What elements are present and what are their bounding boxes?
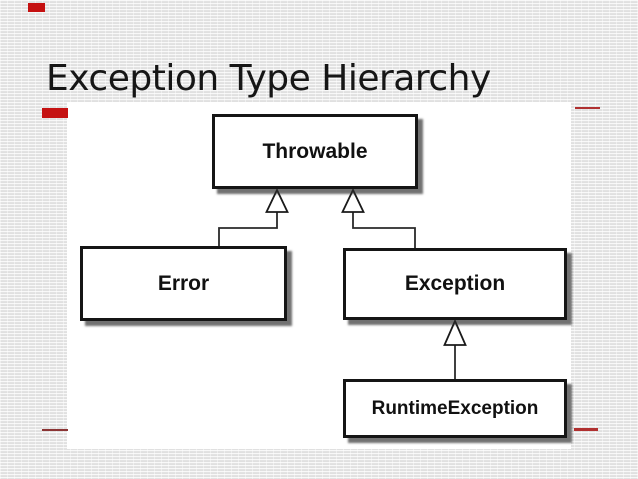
class-node-label: Exception <box>404 272 506 295</box>
class-node-label: Error <box>157 271 210 295</box>
class-node-error: Error <box>80 246 287 321</box>
red-square-decor <box>28 3 45 12</box>
class-node-label: RuntimeException <box>371 397 539 419</box>
class-node-runtime-exception: RuntimeException <box>343 379 567 438</box>
slide-title: Exception Type Hierarchy <box>46 58 491 99</box>
red-line-bottom-right <box>574 428 598 431</box>
class-node-label: Throwable <box>262 139 368 163</box>
class-node-exception: Exception <box>343 248 567 320</box>
red-dash-decor <box>42 108 68 118</box>
red-line-bottom-left <box>42 429 68 431</box>
class-node-throwable: Throwable <box>212 114 418 189</box>
red-line-top-right <box>575 107 600 109</box>
